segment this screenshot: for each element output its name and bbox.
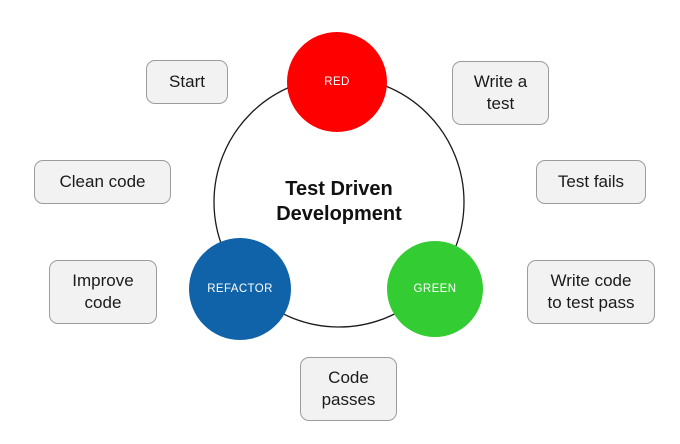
refactor-node-circle[interactable] bbox=[189, 238, 291, 340]
callout-improve-code-text: Improve code bbox=[72, 270, 134, 312]
callout-start[interactable]: Start bbox=[146, 60, 228, 104]
center-title-line-1: Test Driven bbox=[285, 178, 393, 200]
center-title-line-2: Development bbox=[276, 203, 402, 225]
callout-improve-code[interactable]: Improve code bbox=[49, 260, 157, 324]
callout-test-fails[interactable]: Test fails bbox=[536, 160, 646, 204]
green-node-circle[interactable] bbox=[387, 241, 483, 337]
callout-clean-code-text: Clean code bbox=[59, 171, 146, 191]
callout-write-a-test[interactable]: Write a test bbox=[452, 61, 549, 125]
callout-clean-code[interactable]: Clean code bbox=[34, 160, 171, 204]
callout-write-code-to-test-pass-text: Write code to test pass bbox=[547, 270, 635, 312]
callout-write-a-test-text: Write a test bbox=[473, 71, 528, 113]
callout-write-code-to-test-pass[interactable]: Write code to test pass bbox=[527, 260, 655, 324]
diagram-center-title: Test Driven Development bbox=[276, 177, 402, 227]
red-node-circle[interactable] bbox=[287, 32, 387, 132]
callout-code-passes[interactable]: Code passes bbox=[300, 357, 397, 421]
callout-code-passes-text: Code passes bbox=[321, 367, 376, 409]
callout-start-text: Start bbox=[169, 71, 205, 91]
callout-test-fails-text: Test fails bbox=[557, 171, 625, 191]
